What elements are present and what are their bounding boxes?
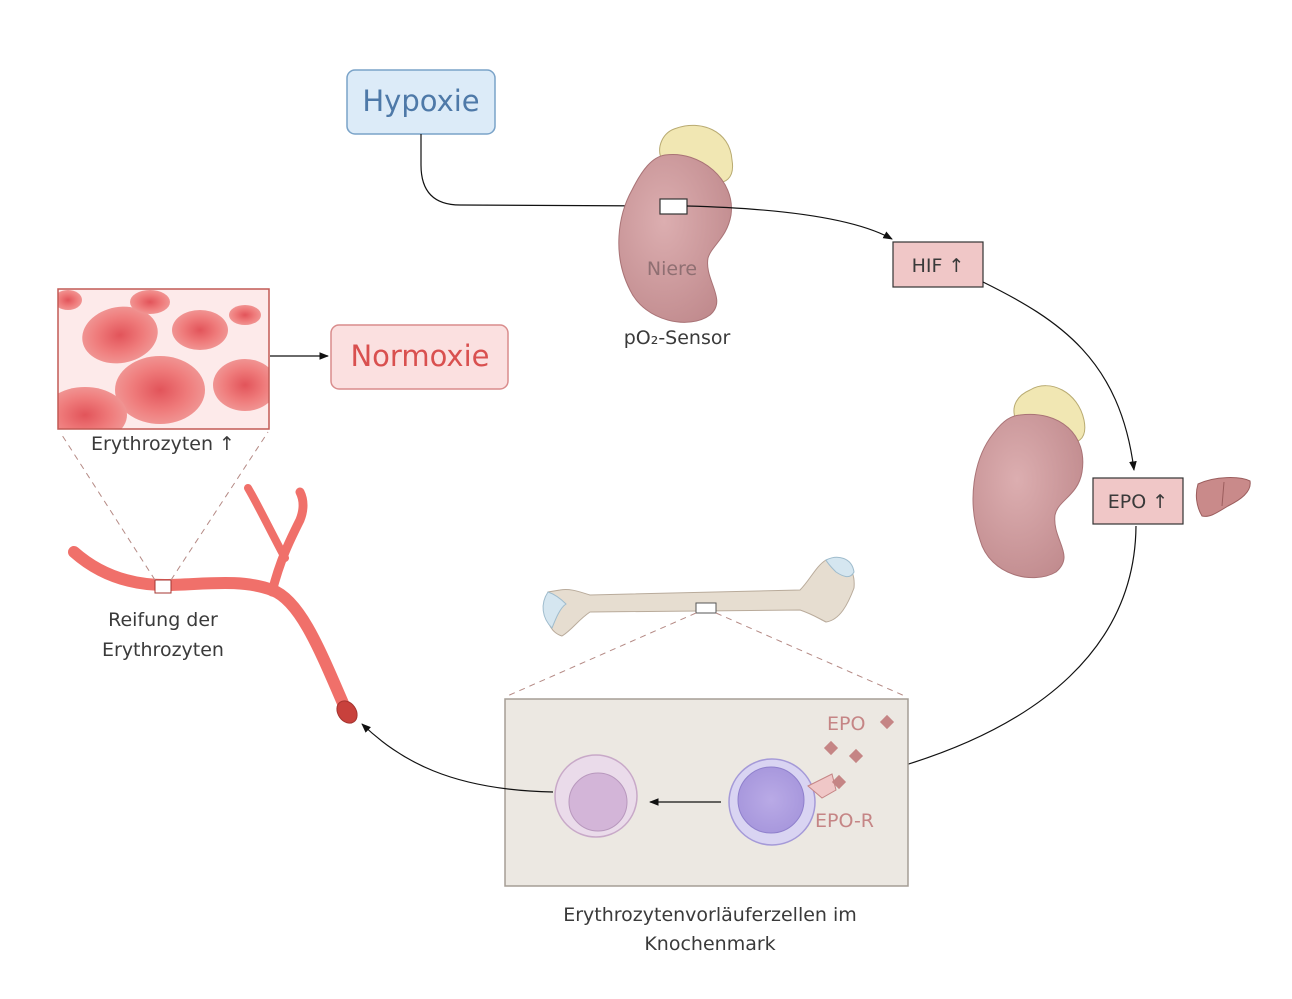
normoxie-label: Normoxie [350,339,489,373]
niere-label: Niere [647,258,697,280]
arrow-hypoxie-to-kidney [420,134,657,210]
hypoxie-box: Hypoxie [346,69,496,135]
bone-illustration [542,556,855,637]
bone-marrow-box: EPO EPO-R [504,698,909,887]
vessel-zoom-marker [154,579,172,594]
epo-small-label: EPO [827,713,865,735]
arrow-marrow-to-vessel [361,723,554,793]
epo-receptor [807,773,837,799]
hif-label: HIF ↑ [912,255,965,277]
kidney-producer [972,385,1086,579]
mature-precursor-cell [554,754,638,838]
hif-box: HIF ↑ [892,241,984,288]
epo-r-label: EPO-R [815,810,874,832]
kidney-zoom-marker [659,198,688,215]
marrow-caption-line2: Knochenmark [644,933,775,955]
erythrozyten-label: Erythrozyten ↑ [91,433,235,455]
reifung-line1: Reifung der [108,609,218,631]
arrow-epo-to-marrow [865,525,1137,778]
epo-molecules [823,714,895,790]
normoxie-box: Normoxie [330,324,509,390]
liver-icon [1195,477,1251,517]
red-blood-cells [58,290,269,429]
kidney-sensor: Niere [618,124,734,323]
epo-box-label: EPO ↑ [1108,491,1168,513]
sensor-label: pO₂-Sensor [624,327,731,349]
precursor-cell [728,758,816,846]
blood-vessel [68,484,358,724]
marrow-caption-line1: Erythrozytenvorläuferzellen im [563,904,857,926]
bone-zoom-marker [695,602,717,614]
epo-box: EPO ↑ [1092,477,1184,525]
hypoxie-label: Hypoxie [362,84,479,118]
arrow-hif-to-epo [982,281,1137,471]
arrow-kidney-to-hif [686,205,893,240]
erythrocyte-zoom-panel [57,288,270,430]
reifung-line2: Erythrozyten [102,639,224,661]
